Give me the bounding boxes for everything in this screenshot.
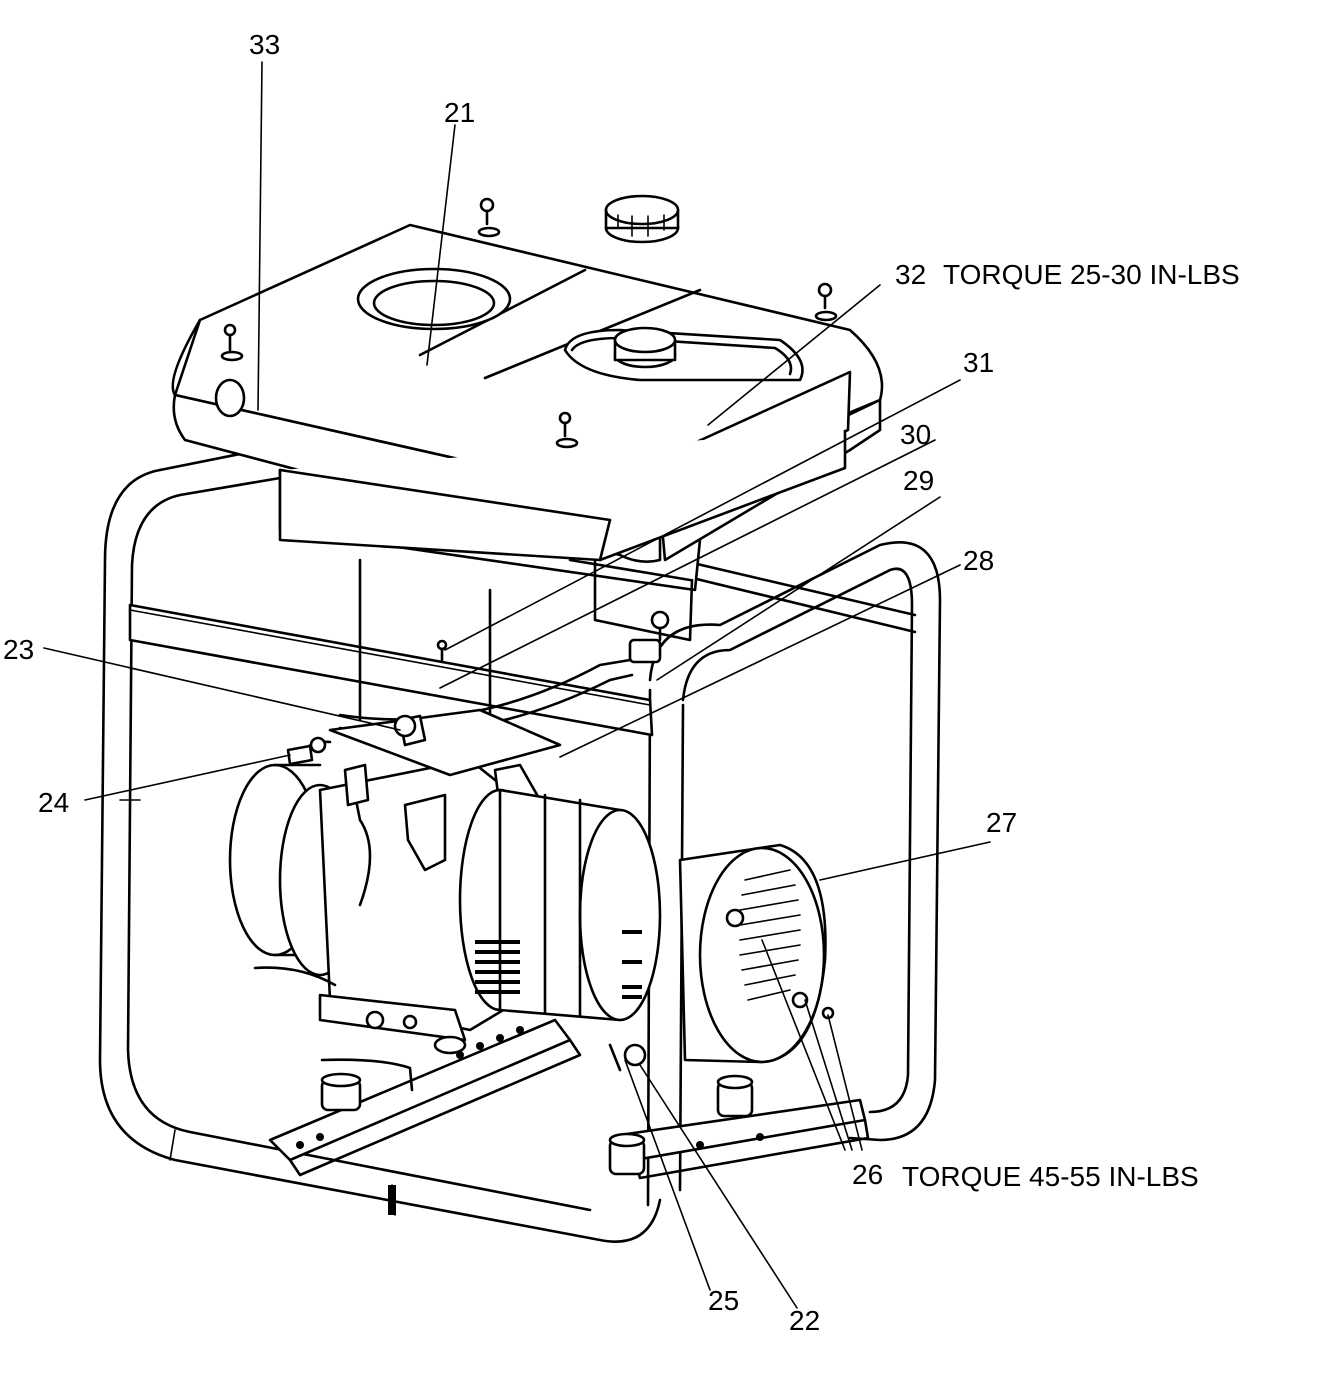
- callout-28: 28: [963, 545, 994, 576]
- callout-labels: 33 21 32 TORQUE 25-30 IN-LBS 31 30 29 28…: [3, 29, 1240, 1336]
- callout-31: 31: [963, 347, 994, 378]
- callout-25: 25: [708, 1285, 739, 1316]
- end-bell-louvres: [739, 869, 801, 1001]
- callout-30: 30: [900, 419, 931, 450]
- callout-21: 21: [444, 97, 475, 128]
- callout-32-torque-note: TORQUE 25-30 IN-LBS: [943, 259, 1240, 290]
- alternator-assembly: [228, 708, 662, 1092]
- callout-32: 32: [895, 259, 926, 290]
- callout-27: 27: [986, 807, 1017, 838]
- rubber-mounts: [320, 1072, 754, 1176]
- callout-26-torque-note: TORQUE 45-55 IN-LBS: [902, 1161, 1199, 1192]
- base-rails: [268, 1018, 870, 1180]
- callout-24: 24: [38, 787, 69, 818]
- callout-33: 33: [249, 29, 280, 60]
- leader-lines: [43, 61, 991, 1309]
- fuel-cap: [604, 194, 680, 244]
- tubular-frame: [98, 448, 942, 1243]
- tank-mount-screws: [220, 197, 838, 662]
- callout-26: 26: [852, 1159, 883, 1190]
- fuel-tank: [171, 223, 884, 563]
- end-bell-cover: [678, 843, 835, 1064]
- callout-29: 29: [903, 465, 934, 496]
- callout-22: 22: [789, 1305, 820, 1336]
- callout-23: 23: [3, 634, 34, 665]
